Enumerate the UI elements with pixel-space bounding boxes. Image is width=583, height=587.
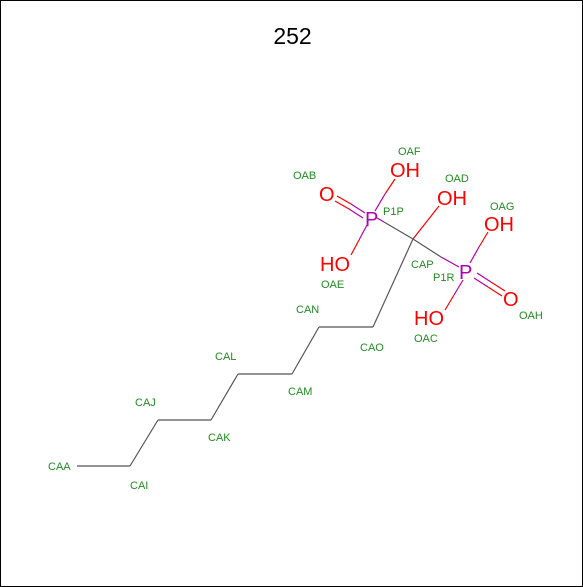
oae-symbol: HO xyxy=(320,254,350,276)
bond-p1p-oaf-p xyxy=(374,193,386,212)
atom-label-cam: CAM xyxy=(288,386,312,398)
atom-label-p1r: P1R xyxy=(433,272,454,284)
oaf-symbol: OH xyxy=(390,160,420,182)
bond-cam-can xyxy=(291,326,320,375)
bond-cap-p1p xyxy=(383,221,414,240)
bond-p1r-oac-p xyxy=(453,279,464,296)
bond-p1r-oah-2o xyxy=(487,286,503,297)
bond-cao-cap xyxy=(372,238,414,328)
atom-label-cal: CAL xyxy=(215,351,236,363)
bond-p1r-oac-o xyxy=(444,294,455,311)
atom-label-oad: OAD xyxy=(445,173,469,185)
oah-symbol: O xyxy=(503,289,519,311)
diagram-title: 252 xyxy=(273,23,312,49)
oad-symbol: OH xyxy=(437,188,467,210)
p1p-symbol: P xyxy=(365,209,378,231)
atom-label-cao: CAO xyxy=(360,342,384,354)
bond-p1p-oae-o xyxy=(350,239,360,256)
bond-p1r-oah-1o xyxy=(490,281,506,292)
oag-symbol: OH xyxy=(484,214,514,236)
atom-label-cak: CAK xyxy=(208,432,231,444)
element-symbols: P P O OH OH OH HO O HO xyxy=(319,160,519,330)
atom-labels: CAA CAI CAJ CAK CAL CAM CAN CAO CAP P1P … xyxy=(48,146,543,492)
alkyl-chain-bonds xyxy=(77,238,414,467)
bond-cak-cal xyxy=(210,373,239,421)
p1r-symbol: P xyxy=(459,262,472,284)
atom-label-caj: CAJ xyxy=(135,397,156,409)
bond-p1p-oae-p xyxy=(358,224,368,241)
bond-p1r-oag-o xyxy=(478,231,489,248)
atom-label-oab: OAB xyxy=(293,170,316,182)
atom-label-p1p: P1P xyxy=(383,206,404,218)
bond-p1r-oah-1 xyxy=(476,272,492,283)
atom-label-oaf: OAF xyxy=(398,146,421,158)
atom-label-caa: CAA xyxy=(48,461,71,473)
bond-p1p-oab-1o xyxy=(336,195,352,205)
bond-p1r-oag-p xyxy=(469,246,480,264)
atom-label-can: CAN xyxy=(296,304,319,316)
bond-p1p-oab-2o xyxy=(334,200,350,210)
bond-p1p-oab-1 xyxy=(350,203,366,214)
atom-label-cai: CAI xyxy=(130,480,148,492)
oab-symbol: O xyxy=(319,184,335,206)
atom-label-oac: OAC xyxy=(414,333,438,345)
bond-cap-p1r xyxy=(412,238,442,258)
bond-cap-oad xyxy=(412,205,440,240)
atom-label-oah: OAH xyxy=(519,310,543,322)
atom-label-oag: OAG xyxy=(490,201,514,213)
atom-label-oae: OAE xyxy=(321,279,344,291)
bond-cap-p1p-p xyxy=(376,217,385,223)
phosphonate-bonds xyxy=(334,178,506,311)
atom-label-cap: CAP xyxy=(411,259,434,271)
bond-cap-p1r-p xyxy=(440,256,460,268)
oac-symbol: HO xyxy=(414,308,444,330)
bond-cai-caj xyxy=(129,419,159,467)
bond-p1r-oah-2 xyxy=(473,277,489,288)
bond-p1p-oaf-o xyxy=(384,178,396,195)
bond-p1p-oab-2 xyxy=(348,208,364,219)
